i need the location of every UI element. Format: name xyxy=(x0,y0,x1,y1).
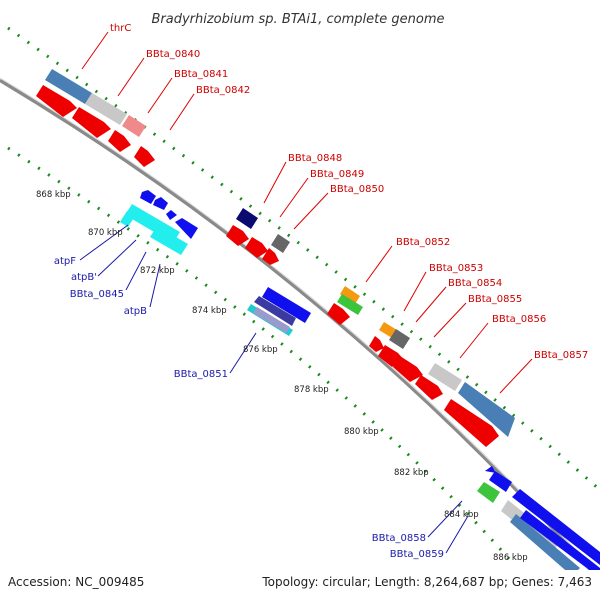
leader-BBta_0859 xyxy=(445,515,469,554)
tick-870: 870 kbp xyxy=(88,228,123,238)
leader-BBta_0855 xyxy=(433,302,467,338)
gene-blue-1[interactable] xyxy=(489,471,512,492)
gene-atpB-prime[interactable] xyxy=(120,211,135,227)
label-BBta_0855[interactable]: BBta_0855 xyxy=(468,294,522,305)
gene-BBta_0854[interactable] xyxy=(389,329,410,349)
leader-BBta_0840 xyxy=(117,57,145,97)
tick-886: 886 kbp xyxy=(493,553,528,563)
gene-blue-2[interactable] xyxy=(512,489,600,565)
gene-BBta_0851-blue[interactable] xyxy=(262,287,311,323)
gene-red-2[interactable] xyxy=(72,107,111,138)
gene-red-6[interactable] xyxy=(327,303,350,325)
gene-BBta_0853[interactable] xyxy=(379,322,397,338)
gene-blue-3[interactable] xyxy=(520,510,600,578)
tick-872: 872 kbp xyxy=(140,266,175,276)
label-BBta_0842[interactable]: BBta_0842 xyxy=(196,85,250,96)
gene-BBta_0840[interactable] xyxy=(85,93,127,125)
label-atpB[interactable]: atpB xyxy=(124,306,147,317)
leader-BBta_0852 xyxy=(365,245,393,283)
gene-BBta_0851-navy[interactable] xyxy=(254,296,296,326)
leader-BBta_0841 xyxy=(147,77,173,114)
tick-874: 874 kbp xyxy=(192,306,227,316)
label-BBta_0851[interactable]: BBta_0851 xyxy=(174,369,228,380)
leader-BBta_0857 xyxy=(499,358,533,394)
label-atpF[interactable]: atpF xyxy=(54,256,76,267)
leader-BBta_0850 xyxy=(293,192,329,230)
leader-BBta_0856 xyxy=(459,322,489,359)
gene-BBta_0848[interactable] xyxy=(236,208,258,229)
gene-BBta_0856[interactable] xyxy=(428,363,462,391)
gene-atpB-small[interactable] xyxy=(166,210,177,220)
gene-red-4[interactable] xyxy=(226,225,249,246)
leader-atpB xyxy=(149,263,161,308)
gene-red-7[interactable] xyxy=(369,336,384,352)
gene-red-8[interactable] xyxy=(393,356,423,382)
gene-BBta_0841[interactable] xyxy=(122,115,146,137)
label-atpB-prime[interactable]: atpB' xyxy=(71,272,97,283)
label-BBta_0856[interactable]: BBta_0856 xyxy=(492,314,546,325)
tick-880: 880 kbp xyxy=(344,427,379,437)
gene-red-10[interactable] xyxy=(444,399,499,447)
tick-868: 868 kbp xyxy=(36,190,71,200)
label-BBta_0840[interactable]: BBta_0840 xyxy=(146,49,200,60)
gene-steel-lower[interactable] xyxy=(510,514,580,576)
gene-atpF-small-1[interactable] xyxy=(140,190,156,204)
gene-atpB[interactable] xyxy=(175,218,198,239)
leader-BBta_0854 xyxy=(415,286,447,323)
label-BBta_0853[interactable]: BBta_0853 xyxy=(429,263,483,274)
label-BBta_0852[interactable]: BBta_0852 xyxy=(396,237,450,248)
gene-BBta_0858[interactable] xyxy=(477,482,500,503)
gene-BBta_0852-green[interactable] xyxy=(337,294,363,315)
gene-BBta_0857[interactable] xyxy=(458,382,515,437)
accession-text: Accession: NC_009485 xyxy=(8,575,144,589)
tick-878: 878 kbp xyxy=(294,385,329,395)
gene-BBta_0850[interactable] xyxy=(271,234,290,253)
gene-red-9[interactable] xyxy=(415,375,443,400)
leader-BBta_0849 xyxy=(279,177,309,218)
gene-red-3[interactable] xyxy=(134,146,155,167)
leader-atpB-prime xyxy=(97,239,137,277)
label-BBta_0854[interactable]: BBta_0854 xyxy=(448,278,502,289)
gene-blue-small[interactable] xyxy=(485,466,496,473)
genome-backbone xyxy=(0,78,594,570)
leader-BBta_0853 xyxy=(403,271,427,312)
label-BBta_0841[interactable]: BBta_0841 xyxy=(174,69,228,80)
gene-BBta_0842[interactable] xyxy=(108,130,131,152)
tick-876: 876 kbp xyxy=(243,345,278,355)
label-BBta_0845[interactable]: BBta_0845 xyxy=(70,289,124,300)
label-BBta_0858[interactable]: BBta_0858 xyxy=(372,533,426,544)
leader-BBta_0845 xyxy=(125,251,147,291)
gene-BBta_0849[interactable] xyxy=(245,237,268,258)
leader-atpF xyxy=(79,224,129,261)
label-BBta_0848[interactable]: BBta_0848 xyxy=(288,153,342,164)
tick-884: 884 kbp xyxy=(444,510,479,520)
leader-BBta_0848 xyxy=(263,161,287,204)
label-BBta_0857[interactable]: BBta_0857 xyxy=(534,350,588,361)
tick-882: 882 kbp xyxy=(394,468,429,478)
gene-atpF-small-2[interactable] xyxy=(153,197,168,210)
label-BBta_0859[interactable]: BBta_0859 xyxy=(390,549,444,560)
gene-BBta_0845[interactable] xyxy=(150,226,188,255)
gene-thrC[interactable] xyxy=(45,69,92,104)
leader-BBta_0851 xyxy=(229,332,257,374)
topology-summary: Topology: circular; Length: 8,264,687 bp… xyxy=(261,575,592,589)
leader-thrC xyxy=(81,31,109,70)
label-thrC[interactable]: thrC xyxy=(110,23,131,34)
label-BBta_0849[interactable]: BBta_0849 xyxy=(310,169,364,180)
gene-red-1[interactable] xyxy=(36,85,77,117)
label-BBta_0850[interactable]: BBta_0850 xyxy=(330,184,384,195)
map-title: Bradyrhizobium sp. BTAi1, complete genom… xyxy=(151,12,444,27)
gene-BBta_0852-orange[interactable] xyxy=(340,286,360,304)
leader-BBta_0858 xyxy=(427,500,463,538)
gene-BBta_0851-gray[interactable] xyxy=(253,307,290,333)
gene-red-5[interactable] xyxy=(262,248,279,265)
leader-BBta_0842 xyxy=(169,93,195,131)
